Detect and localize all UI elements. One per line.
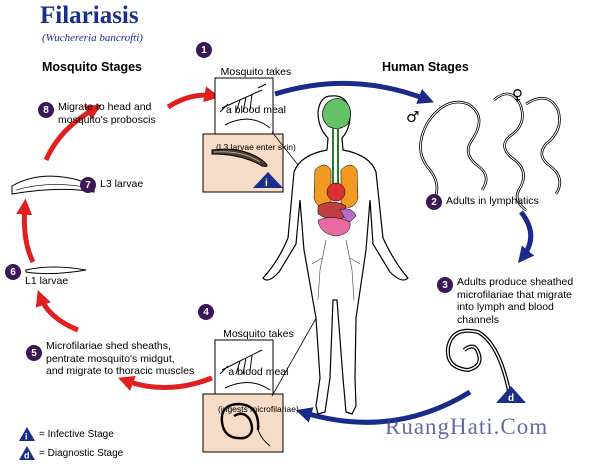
panel-infective-stage (202, 77, 284, 193)
step-7-text: L3 larvae (100, 178, 144, 190)
step-5-text: Microfilariae shed sheaths, pentrate mos… (46, 340, 195, 377)
diagnostic-stage-badge: d (496, 386, 526, 404)
svg-text:d: d (508, 393, 514, 404)
watermark-text: RuangHati.Com (385, 414, 549, 439)
diagnostic-stage-icon: d (19, 446, 35, 461)
human-stages-heading: Human Stages (382, 60, 469, 74)
arrow-8-to-1 (166, 86, 221, 110)
svg-text:i: i (25, 432, 28, 442)
step-6-number: 6 (5, 264, 21, 280)
l3-larva-drawing (211, 148, 268, 167)
svg-text:i: i (265, 178, 268, 189)
step-7-l3-larvae: 7 L3 larvae (80, 176, 143, 193)
arrow-2-to-3 (517, 210, 535, 263)
step-7-number: 7 (80, 177, 96, 193)
step-2-adults-in-lymphatics: 2 Adults in lymphatics (426, 193, 539, 210)
step-1-mosquito-blood-meal: 1 Mosquito takes a blood meal (L3 larvae… (196, 41, 296, 179)
step-1-line-1: Mosquito takes (220, 66, 292, 78)
legend-diagnostic-stage: d = Diagnostic Stage (18, 445, 123, 461)
step-8-number: 8 (38, 102, 54, 118)
step-4-number: 4 (198, 304, 214, 320)
step-3-text: Adults produce sheathed microfilariae th… (457, 276, 574, 326)
step-1-number: 1 (196, 42, 212, 58)
infective-stage-icon: i (19, 427, 35, 442)
svg-text:d: d (24, 451, 30, 461)
arrow-3-to-4 (295, 389, 472, 425)
arrow-5-to-6 (35, 289, 79, 333)
step-6-l1-larvae: 6 L1 larvae (5, 263, 68, 288)
step-4-line-3: (ingests microfilariae) (218, 404, 299, 414)
legend-diagnostic-label: = Diagnostic Stage (39, 447, 124, 459)
mosquito-stages-heading: Mosquito Stages (42, 60, 143, 74)
step-2-number: 2 (426, 194, 442, 210)
diagram-subtitle: (Wuchereria bancrofti) (42, 32, 143, 44)
step-4-mosquito-blood-meal: 4 Mosquito takes a blood meal (ingests m… (198, 303, 299, 441)
step-6-text: L1 larvae (25, 275, 69, 287)
diagram-title: Filariasis (40, 2, 139, 29)
step-5-shed-sheaths: 5 Microfilariae shed sheaths, pentrate m… (26, 340, 194, 378)
arrow-1-to-2 (274, 80, 434, 104)
step-4-line-1: Mosquito takes (223, 328, 294, 340)
arrow-4-to-5 (118, 375, 213, 391)
infective-stage-badge: i (253, 172, 283, 189)
legend-infective-stage: i = Infective Stage (18, 426, 114, 442)
female-symbol: ♀ (512, 86, 523, 104)
mosquito-icon (219, 83, 271, 129)
step-8-migrate-to-head: 8 Migrate to head and mosquito's probosc… (38, 101, 156, 126)
step-1-line-3: (L3 larvae enter skin) (216, 142, 296, 152)
step-8-text: Migrate to head and mosquito's proboscis (58, 101, 156, 126)
step-5-number: 5 (26, 345, 42, 361)
l1-larva-drawing (25, 266, 87, 275)
step-3-number: 3 (437, 277, 453, 293)
male-symbol: ♂ (406, 108, 419, 126)
arrow-6-to-7 (16, 198, 36, 264)
legend-infective-label: = Infective Stage (39, 428, 114, 440)
step-2-text: Adults in lymphatics (446, 195, 539, 207)
mosquito-ingesting-icon (219, 349, 271, 391)
step-3-sheathed-microfilariae: 3 Adults produce sheathed microfilariae … (437, 276, 573, 326)
step-4-line-2: a blood meal (228, 365, 289, 378)
microfilaria-drawing (220, 402, 260, 440)
human-body-figure (262, 95, 409, 415)
panel-diagnostic-ingestion (202, 339, 284, 453)
step-1-line-2: a blood meal (225, 103, 286, 116)
arrow-7-to-8 (43, 104, 102, 162)
